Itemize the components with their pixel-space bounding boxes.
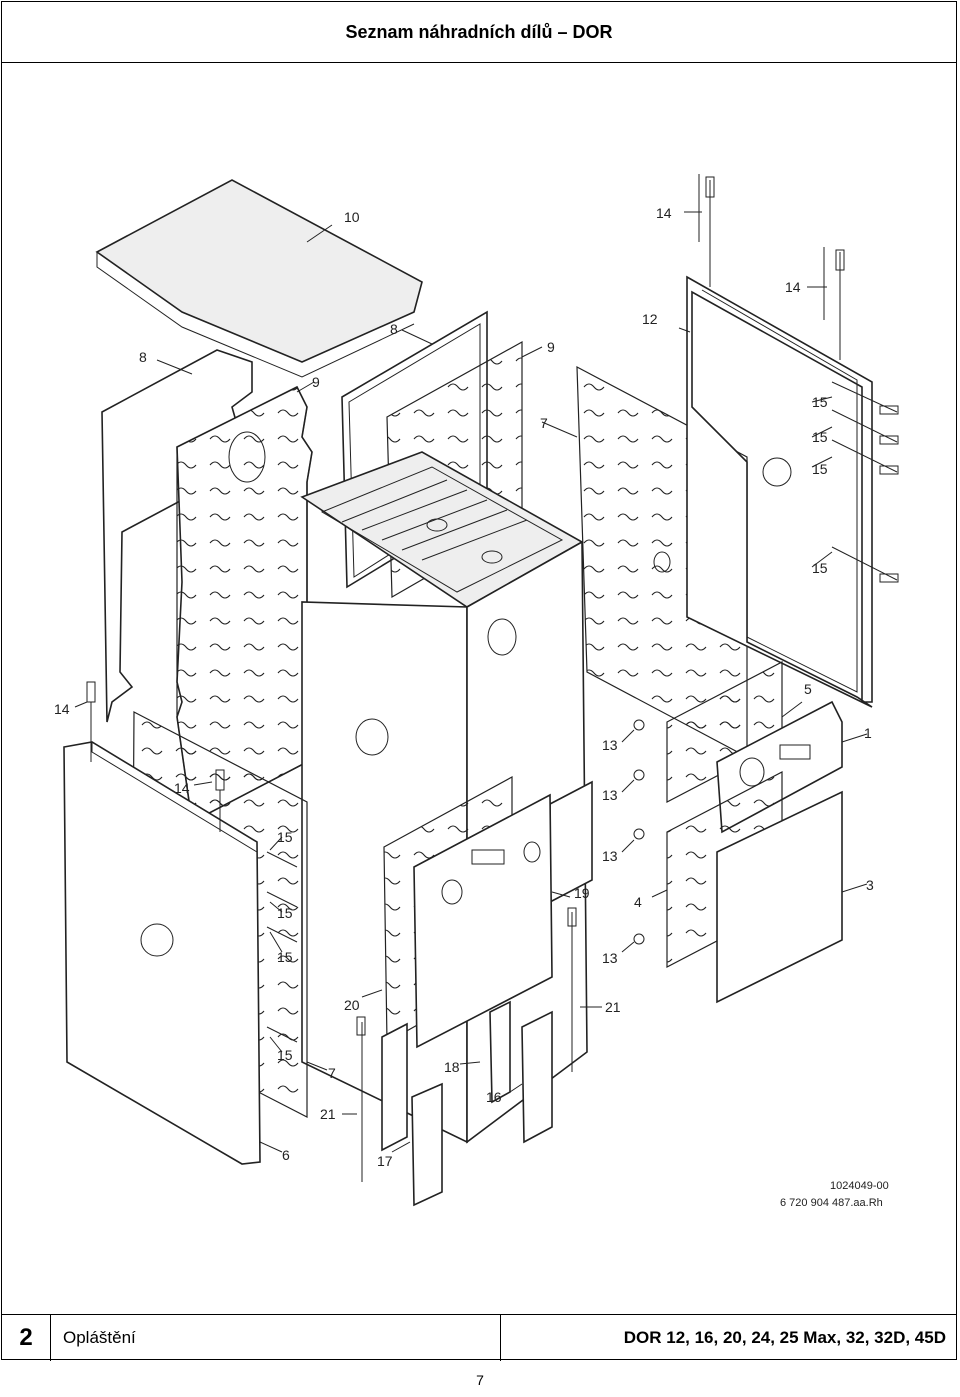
lower-panel-part-19 bbox=[549, 780, 593, 904]
callout-label: 21 bbox=[320, 1106, 336, 1122]
callout-labels: 10 8 8 9 9 7 14 14 12 15 15 15 15 5 1 13… bbox=[54, 205, 874, 1169]
callout-label: 15 bbox=[277, 1047, 293, 1063]
front-lower-parts-20 bbox=[383, 775, 553, 1049]
model-list: DOR 12, 16, 20, 24, 25 Max, 32, 32D, 45D bbox=[623, 1328, 946, 1347]
callout-label: 21 bbox=[605, 999, 621, 1015]
callout-label: 13 bbox=[602, 737, 618, 753]
callout-label: 5 bbox=[804, 681, 812, 697]
callout-label: 15 bbox=[812, 560, 828, 576]
callout-label: 14 bbox=[54, 701, 70, 717]
callout-label: 13 bbox=[602, 787, 618, 803]
bolts-part-15-left bbox=[266, 851, 298, 1043]
section-name: Opláštění bbox=[51, 1315, 501, 1361]
callout-label: 4 bbox=[634, 894, 642, 910]
side-panel-part-6 bbox=[63, 711, 308, 1165]
insulation-part-9-left bbox=[176, 385, 313, 824]
callout-label: 3 bbox=[866, 877, 874, 893]
drawing-code-2: 6 720 904 487.aa.Rh bbox=[780, 1197, 883, 1209]
callout-label: 20 bbox=[344, 997, 360, 1013]
page-frame: Seznam náhradních dílů – DOR bbox=[1, 1, 958, 1361]
section-number: 2 bbox=[2, 1315, 51, 1361]
screws-part-13 bbox=[633, 719, 645, 945]
callout-label: 15 bbox=[277, 949, 293, 965]
callout-label: 9 bbox=[312, 374, 320, 390]
callout-label: 13 bbox=[602, 848, 618, 864]
callout-label: 10 bbox=[344, 209, 360, 225]
callout-label: 9 bbox=[547, 339, 555, 355]
footer-bar: 2 Opláštění DOR 12, 16, 20, 24, 25 Max, … bbox=[2, 1314, 956, 1361]
callout-label: 15 bbox=[812, 461, 828, 477]
bolts-part-15-right bbox=[831, 381, 899, 583]
feet-parts-16-17-18 bbox=[356, 907, 577, 1207]
callout-label: 14 bbox=[785, 279, 801, 295]
callout-label: 15 bbox=[277, 905, 293, 921]
screws-part-14-top bbox=[698, 174, 845, 360]
callout-label: 14 bbox=[656, 205, 672, 221]
callout-label: 8 bbox=[139, 349, 147, 365]
screws-part-14-left bbox=[86, 681, 225, 832]
exploded-view-drawing: 10 8 8 9 9 7 14 14 12 15 15 15 15 5 1 13… bbox=[2, 62, 958, 1314]
side-panel-part-12 bbox=[686, 275, 873, 708]
callout-label: 15 bbox=[277, 829, 293, 845]
callout-label: 12 bbox=[642, 311, 658, 327]
top-cover-part-10 bbox=[95, 179, 423, 378]
callout-label: 15 bbox=[812, 394, 828, 410]
page-title: Seznam náhradních dílů – DOR bbox=[2, 2, 956, 63]
callout-label: 14 bbox=[174, 780, 190, 796]
page-number: 7 bbox=[476, 1372, 484, 1388]
callout-label: 17 bbox=[377, 1153, 393, 1169]
callout-label: 19 bbox=[574, 885, 590, 901]
callout-label: 16 bbox=[486, 1089, 502, 1105]
drawing-code-1: 1024049-00 bbox=[830, 1180, 889, 1192]
callout-label: 8 bbox=[390, 321, 398, 337]
callout-label: 7 bbox=[540, 415, 548, 431]
callout-label: 13 bbox=[602, 950, 618, 966]
front-door-parts-4-3 bbox=[666, 771, 843, 1004]
callout-label: 15 bbox=[812, 429, 828, 445]
leader-lines bbox=[74, 211, 868, 1153]
callout-label: 18 bbox=[444, 1059, 460, 1075]
callout-label: 6 bbox=[282, 1147, 290, 1163]
callout-label: 1 bbox=[864, 725, 872, 741]
callout-label: 7 bbox=[328, 1065, 336, 1081]
